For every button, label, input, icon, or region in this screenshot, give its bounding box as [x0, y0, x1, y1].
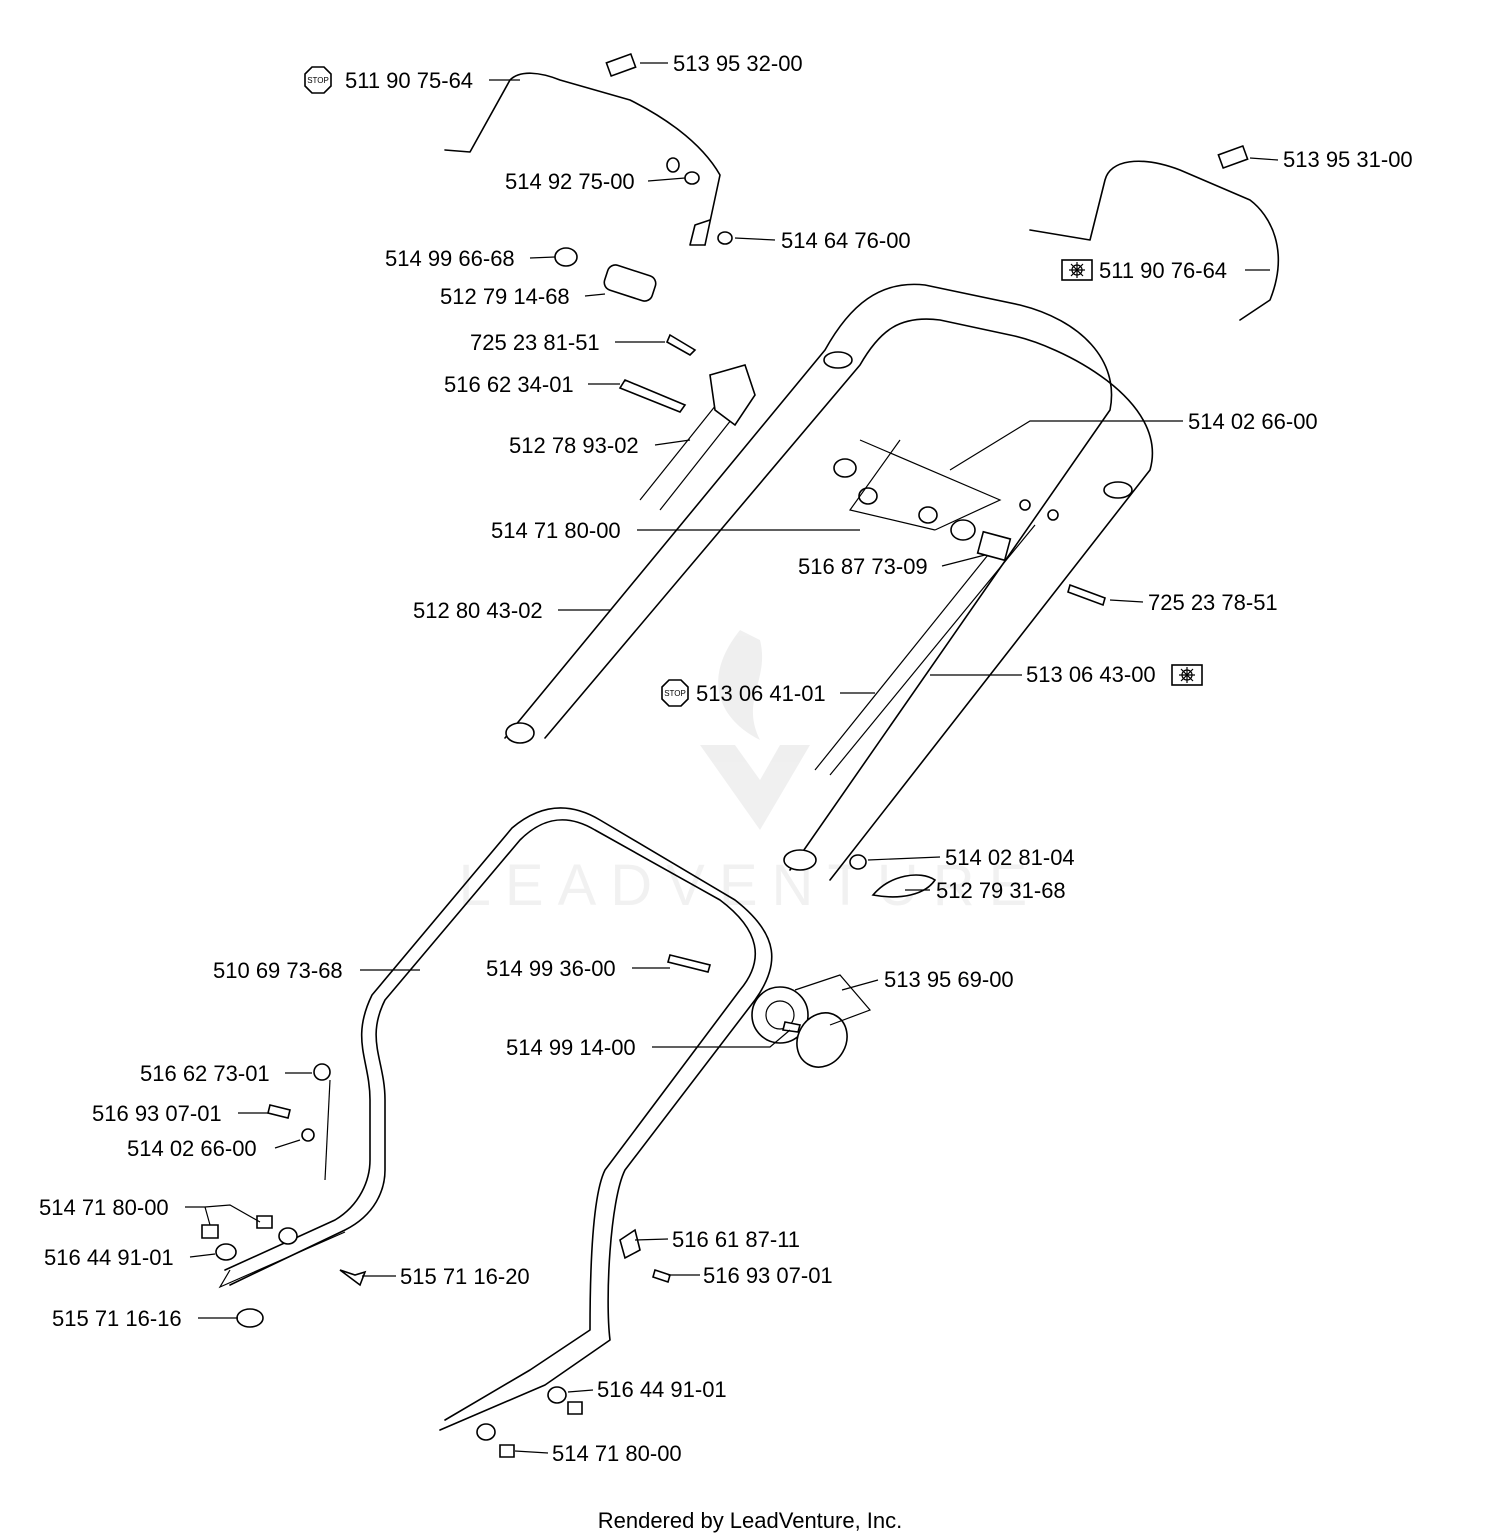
leadventure-logo-icon [700, 630, 810, 830]
gear-icon [1171, 664, 1203, 686]
part-label: 514 02 81-04 [945, 845, 1075, 870]
part-label: 510 69 73-68 [213, 958, 343, 983]
part-label: 514 99 36-00 [486, 956, 616, 981]
part-label: 516 44 91-01 [597, 1377, 727, 1402]
part-label: 514 02 66-00 [1188, 409, 1318, 434]
part-label: 514 02 66-00 [127, 1136, 257, 1161]
tube-end-right [783, 849, 817, 871]
footer-credit: Rendered by LeadVenture, Inc. [598, 1508, 903, 1533]
part-label: 516 87 73-09 [798, 554, 928, 579]
part-label: 725 23 81-51 [470, 330, 600, 355]
part-label: 725 23 78-51 [1148, 590, 1278, 615]
part-label: 514 71 80-00 [552, 1441, 682, 1466]
part-label: 513 06 43-00 [1026, 662, 1156, 687]
part-label: 512 78 93-02 [509, 433, 639, 458]
part-label: 514 99 66-68 [385, 246, 515, 271]
gear-icon [1061, 259, 1093, 281]
part-label: 511 90 75-64 [345, 68, 473, 93]
part-label: 513 95 32-00 [673, 51, 803, 76]
part-label: 516 93 07-01 [703, 1263, 833, 1288]
part-label: 513 95 31-00 [1283, 147, 1413, 172]
part-label: 514 71 80-00 [39, 1195, 169, 1220]
part-label: 515 71 16-16 [52, 1306, 182, 1331]
upper-handle-drawing [444, 52, 1280, 898]
svg-text:STOP: STOP [664, 689, 686, 698]
part-label: 514 92 75-00 [505, 169, 635, 194]
part-label: 515 71 16-20 [400, 1264, 530, 1289]
part-label: 512 79 31-68 [936, 878, 1066, 903]
lower-handle-drawing [201, 807, 872, 1458]
part-label: 516 61 87-11 [672, 1227, 800, 1252]
part-labels: 511 90 75-64 513 95 32-00 514 92 75-00 5… [39, 51, 1413, 1466]
part-label: 514 71 80-00 [491, 518, 621, 543]
part-label: 514 64 76-00 [781, 228, 911, 253]
stop-icon: STOP [304, 66, 332, 94]
part-label: 516 62 73-01 [140, 1061, 270, 1086]
part-label: 516 62 34-01 [444, 372, 574, 397]
part-label: 512 79 14-68 [440, 284, 570, 309]
part-label: 516 44 91-01 [44, 1245, 174, 1270]
stop-icon: STOP [661, 679, 689, 707]
part-label: 512 80 43-02 [413, 598, 543, 623]
part-label: 513 06 41-01 [696, 681, 826, 706]
part-label: 514 99 14-00 [506, 1035, 636, 1060]
part-label: 511 90 76-64 [1099, 258, 1227, 283]
watermark: LEADVENTURE [459, 630, 1027, 918]
tube-end-left [505, 722, 535, 744]
leader-lines [185, 62, 1279, 1454]
part-label: 513 95 69-00 [884, 967, 1014, 992]
svg-text:STOP: STOP [307, 76, 329, 85]
part-label: 516 93 07-01 [92, 1101, 222, 1126]
